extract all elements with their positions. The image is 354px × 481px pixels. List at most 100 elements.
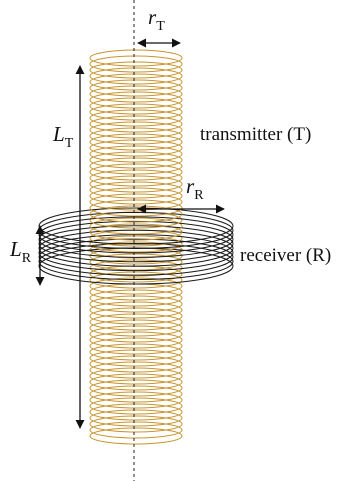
transmitter-turn — [89, 105, 183, 115]
receiver-label: receiver (R) — [240, 245, 331, 266]
transmitter-label: transmitter (T) — [200, 124, 311, 145]
label-L-T-sub: T — [65, 136, 74, 151]
transmitter-turn — [89, 177, 183, 187]
transmitter-turn — [89, 327, 183, 337]
transmitter-turn-back — [89, 73, 183, 83]
transmitter-turn-back — [89, 271, 183, 281]
receiver-turn — [38, 265, 234, 285]
transmitter-turn-back — [89, 49, 183, 59]
transmitter-turn-back — [89, 403, 183, 413]
transmitter-turn-back — [89, 427, 183, 437]
transmitter-turn-back — [89, 133, 183, 143]
transmitter-turn — [89, 399, 183, 409]
transmitter-turn-back — [89, 61, 183, 71]
transmitter-turn — [89, 195, 183, 205]
transmitter-turn — [89, 267, 183, 277]
transmitter-turn — [89, 75, 183, 85]
label-r-T-main: r — [148, 5, 157, 29]
label-r-R-main: r — [186, 174, 195, 198]
receiver-turn-back — [38, 229, 234, 249]
transmitter-turn-back — [89, 385, 183, 395]
transmitter-turn-back — [89, 103, 183, 113]
transmitter-turn-back — [89, 373, 183, 383]
transmitter-turn — [89, 117, 183, 127]
transmitter-turn-back — [89, 361, 183, 371]
label-r-R: rR — [186, 174, 204, 203]
label-L-R-main: L — [9, 237, 22, 261]
label-r-T-sub: T — [156, 19, 165, 34]
transmitter-turn-back — [89, 379, 183, 389]
transmitter-turn-back — [89, 415, 183, 425]
transmitter-turn — [89, 393, 183, 403]
label-r-R-sub: R — [194, 188, 204, 203]
transmitter-turn — [89, 285, 183, 295]
receiver-turn — [38, 257, 234, 276]
transmitter-turn-back — [89, 223, 183, 233]
receiver-turn-back — [38, 238, 234, 258]
label-r-T: rT — [148, 5, 165, 34]
transmitter-turn — [89, 123, 183, 133]
transmitter-turn — [89, 135, 183, 145]
transmitter-turn — [89, 69, 183, 79]
receiver-turn — [38, 234, 234, 254]
transmitter-turn-back — [89, 67, 183, 77]
transmitter-turn — [89, 63, 183, 73]
transmitter-turn — [89, 339, 183, 349]
transmitter-turn-back — [89, 85, 183, 95]
transmitter-turn — [89, 345, 183, 355]
transmitter-turn-back — [89, 319, 183, 329]
transmitter-turn-back — [89, 181, 183, 191]
transmitter-turn — [89, 219, 183, 229]
transmitter-turn — [89, 405, 183, 415]
transmitter-turn — [89, 417, 183, 427]
transmitter-turn — [89, 381, 183, 391]
transmitter-turn — [89, 261, 183, 271]
receiver-turn — [38, 252, 234, 272]
transmitter-turn-back — [89, 175, 183, 185]
transmitter-turn-back — [89, 301, 183, 311]
transmitter-turn — [89, 189, 183, 199]
transmitter-turn — [89, 321, 183, 331]
receiver-turn-back — [38, 207, 234, 227]
transmitter-turn-back — [89, 313, 183, 323]
transmitter-turn — [89, 111, 183, 121]
transmitter-turn — [89, 213, 183, 223]
transmitter-turn-back — [89, 79, 183, 89]
transmitter-turn — [89, 255, 183, 265]
transmitter-turn — [89, 141, 183, 151]
transmitter-turn — [89, 237, 183, 247]
transmitter-turn — [89, 129, 183, 139]
transmitter-turn-back — [89, 289, 183, 299]
transmitter-turn-back — [89, 127, 183, 137]
transmitter-turn-back — [89, 97, 183, 107]
transmitter-turn-back — [89, 307, 183, 317]
transmitter-turn — [89, 363, 183, 373]
receiver-turn — [38, 225, 234, 245]
transmitter-turn-back — [89, 325, 183, 335]
transmitter-turn — [89, 315, 183, 325]
transmitter-turn — [89, 333, 183, 343]
transmitter-turn — [89, 57, 183, 67]
receiver-turn — [38, 243, 234, 263]
receiver-coil — [38, 225, 234, 285]
transmitter-turn-back — [89, 151, 183, 161]
label-L-R: LR — [9, 237, 32, 266]
transmitter-turn — [89, 303, 183, 313]
transmitter-turn — [89, 225, 183, 235]
transmitter-turn — [89, 249, 183, 259]
transmitter-turn — [89, 183, 183, 193]
label-L-T-main: L — [52, 122, 65, 146]
receiver-turn-back — [38, 220, 234, 240]
receiver-turn — [38, 239, 234, 258]
transmitter-turn-back — [89, 253, 183, 263]
transmitter-turn — [89, 99, 183, 109]
transmitter-turn — [89, 423, 183, 433]
transmitter-turn — [89, 93, 183, 103]
transmitter-turn-back — [89, 55, 183, 65]
receiver-turn-back — [38, 234, 234, 253]
transmitter-turn-back — [89, 295, 183, 305]
transmitter-turn-back — [89, 355, 183, 365]
transmitter-turn — [89, 243, 183, 253]
transmitter-turn — [89, 231, 183, 241]
